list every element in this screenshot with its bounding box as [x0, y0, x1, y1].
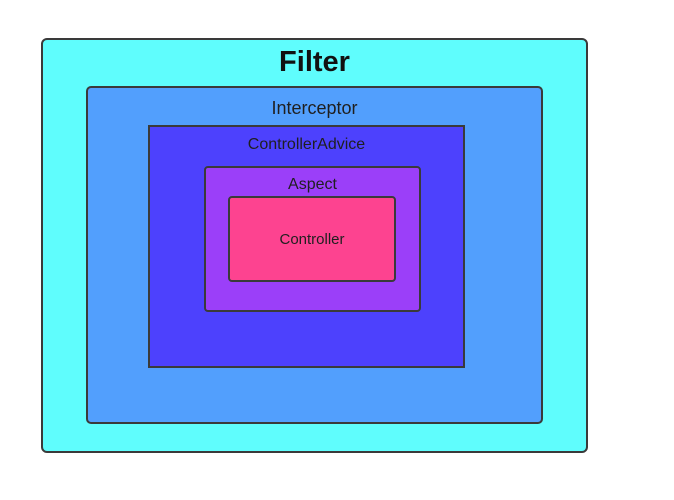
controller-advice-label: ControllerAdvice — [247, 136, 366, 153]
filter-layer: Filter Interceptor ControllerAdvice Aspe… — [41, 38, 588, 453]
controller-layer: Controller — [228, 196, 396, 282]
controller-label: Controller — [279, 231, 345, 248]
interceptor-layer: Interceptor ControllerAdvice Aspect Cont… — [86, 86, 543, 424]
controller-advice-layer: ControllerAdvice Aspect Controller — [148, 125, 465, 368]
interceptor-label: Interceptor — [271, 98, 358, 118]
aspect-label: Aspect — [288, 176, 337, 193]
aspect-layer: Aspect Controller — [204, 166, 421, 312]
filter-label: Filter — [279, 46, 350, 78]
